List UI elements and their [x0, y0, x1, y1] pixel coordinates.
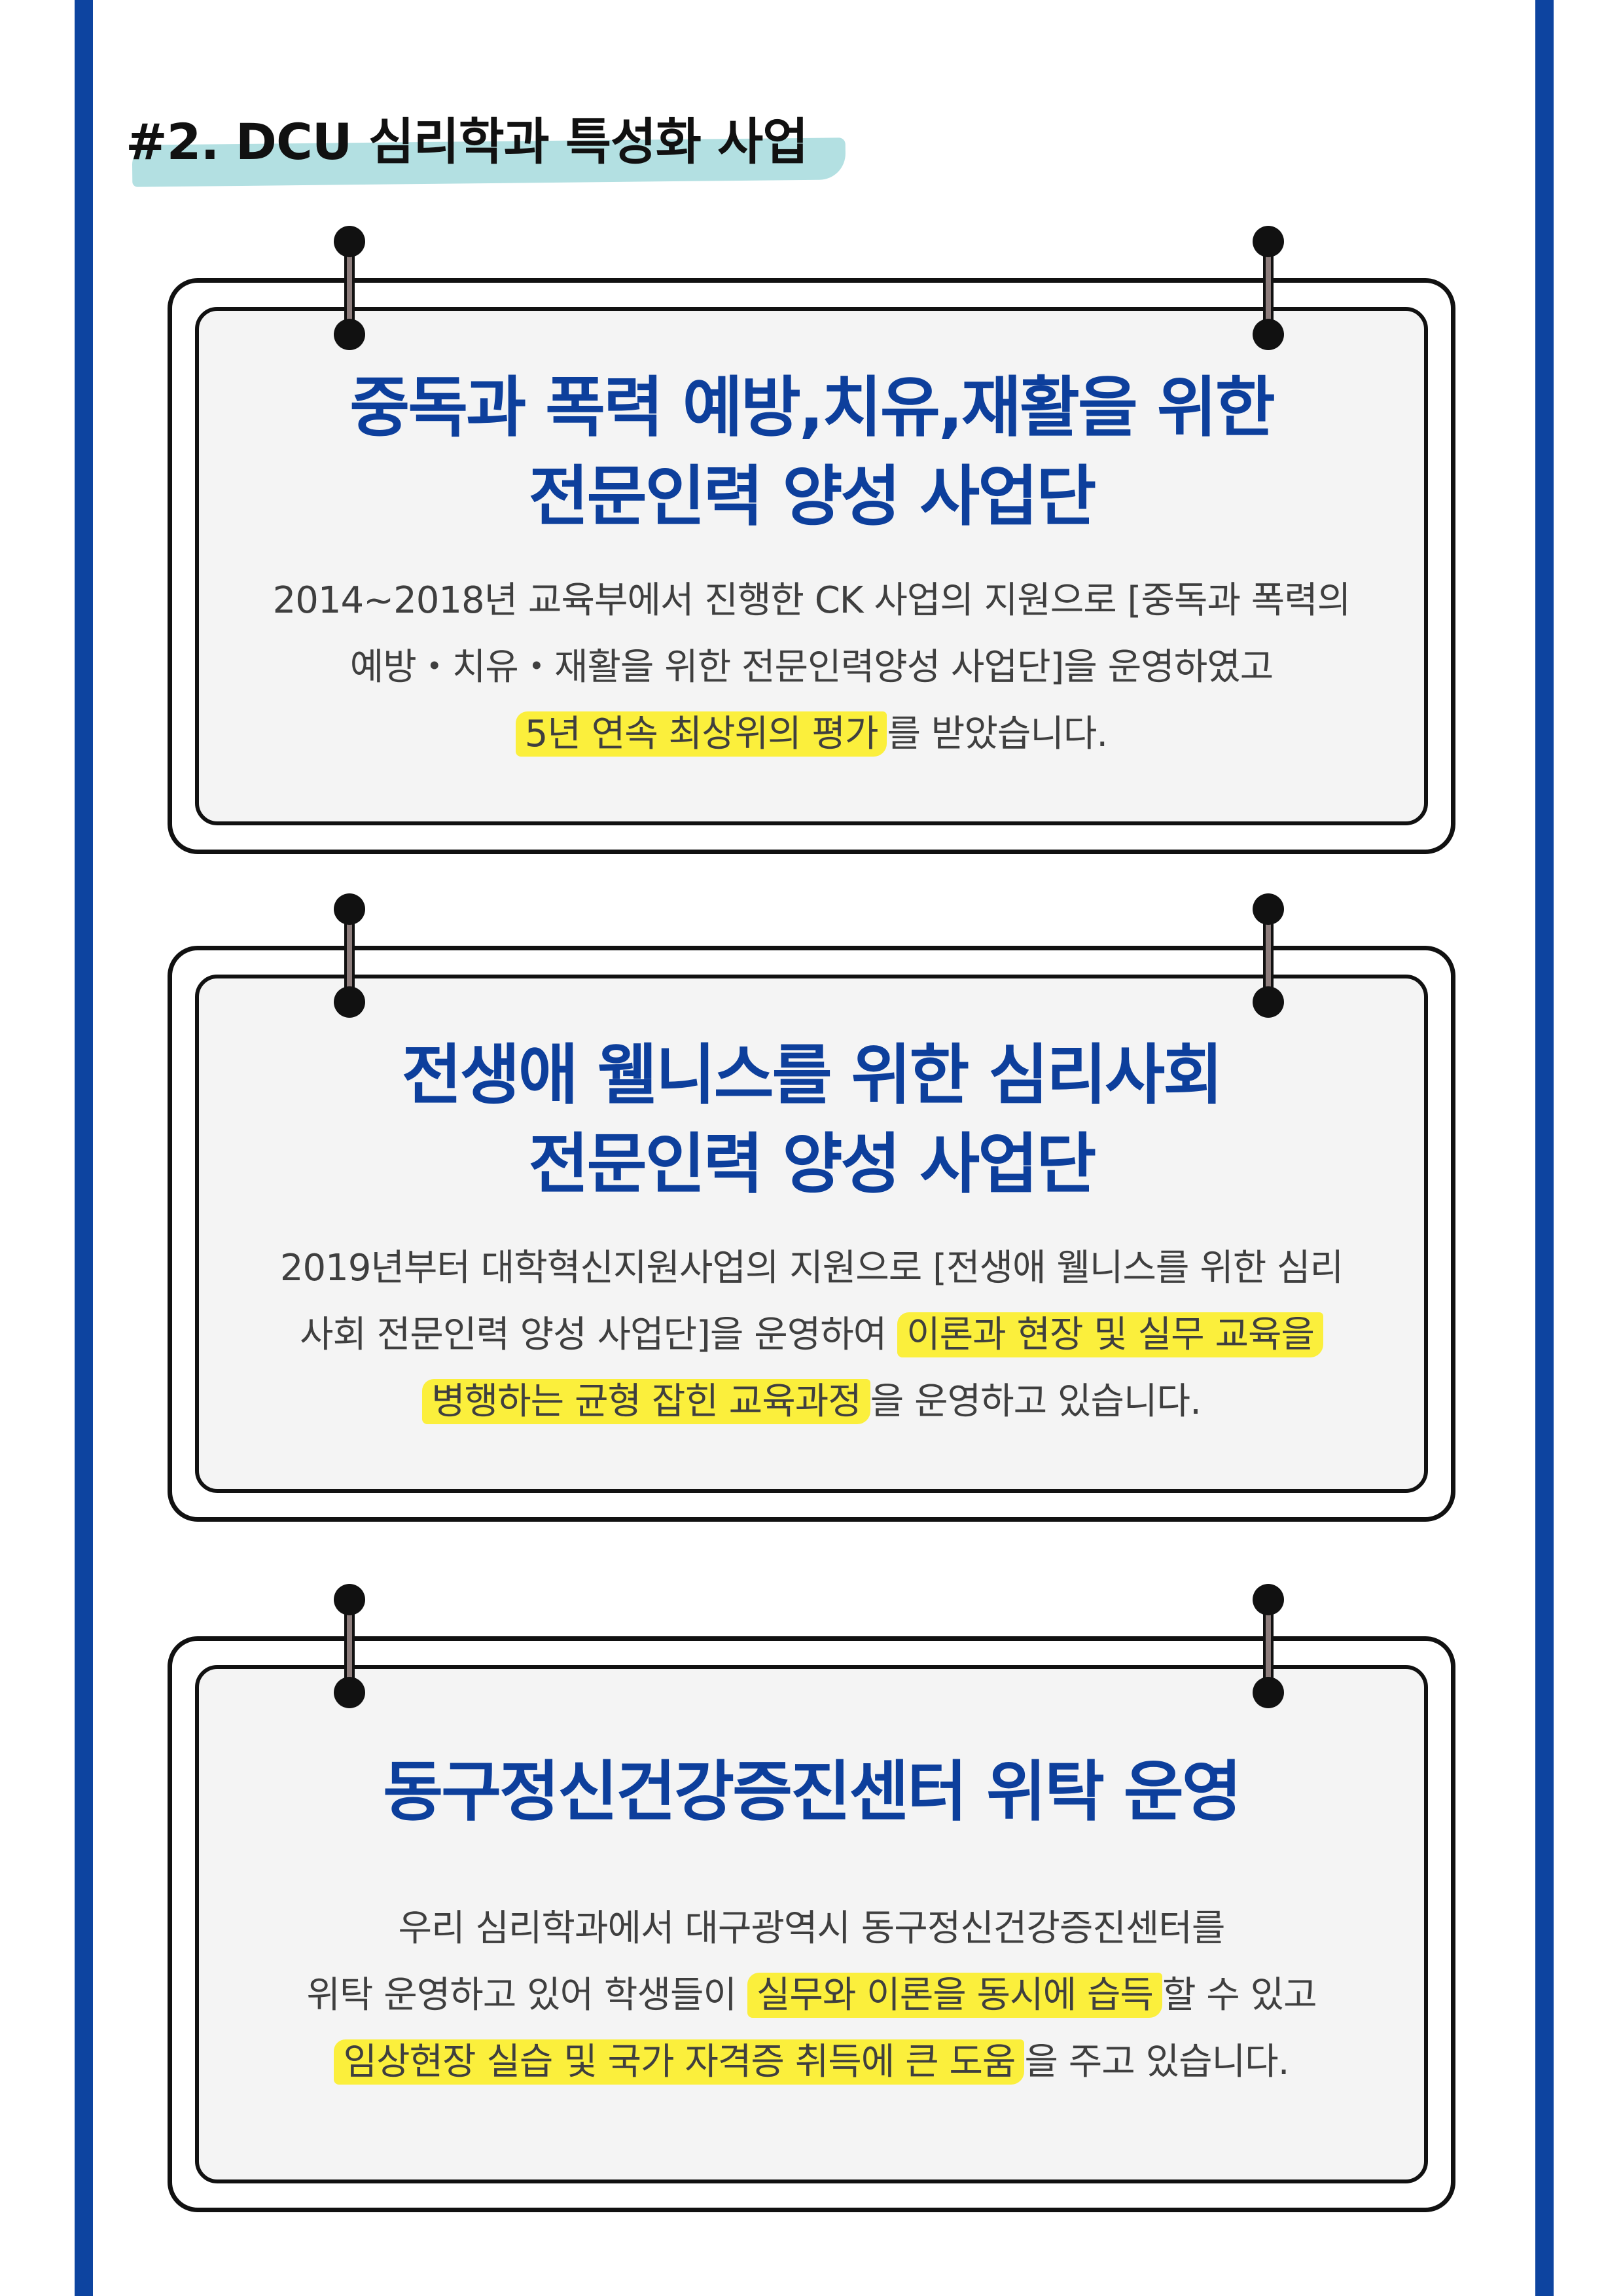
card-body-line: 2014~2018년 교육부에서 진행한 CK 사업의 지원으로 [중독과 폭력…: [272, 579, 1351, 622]
card-title-line: 동구정신건강증진센터 위탁 운영: [383, 1753, 1242, 1830]
card-title-line: 전문인력 양성 사업단: [528, 458, 1097, 535]
card-addiction-violence: 중독과 폭력 예방,치유,재활을 위한 전문인력 양성 사업단 2014~201…: [168, 226, 1455, 854]
hook-pin: [1253, 986, 1284, 1018]
hanging-hook: [329, 1584, 370, 1708]
body-text: 위탁 운영하고 있어 학생들이: [306, 1974, 747, 2017]
highlighted-text: 5년 연속 최상위의 평가: [515, 711, 887, 757]
hook-pin: [1253, 1677, 1284, 1708]
hanging-hook: [1247, 226, 1289, 350]
body-text: 사회 전문인력 양성 사업단]을 운영하여: [299, 1314, 898, 1356]
hook-pin: [1253, 319, 1284, 350]
highlighted-text: 임상현장 실습 및 국가 자격증 취득에 큰 도움: [334, 2039, 1025, 2085]
card-body-line: 사회 전문인력 양성 사업단]을 운영하여 이론과 현장 및 실무 교육을: [199, 1302, 1424, 1369]
card-title-line: 전문인력 양성 사업단: [528, 1126, 1097, 1202]
hanging-hook: [329, 893, 370, 1018]
body-text: 을 주고 있습니다.: [1024, 2041, 1289, 2083]
hanging-hook: [1247, 1584, 1289, 1708]
card-inner-panel: 전생애 웰니스를 위한 심리사회 전문인력 양성 사업단 2019년부터 대학혁…: [195, 975, 1428, 1493]
right-frame-border: [1535, 0, 1554, 2296]
hanging-hook: [329, 226, 370, 350]
left-frame-border: [75, 0, 93, 2296]
body-text: 할 수 있고: [1162, 1974, 1317, 2017]
card-lifelong-wellness: 전생애 웰니스를 위한 심리사회 전문인력 양성 사업단 2019년부터 대학혁…: [168, 893, 1455, 1522]
card-body-line: 2019년부터 대학혁신지원사업의 지원으로 [전생애 웰니스를 위한 심리: [279, 1247, 1344, 1289]
section-heading: #2. DCU 심리학과 특성화 사업: [126, 106, 846, 191]
hook-pin: [334, 986, 365, 1018]
card-title-line: 중독과 폭력 예방,치유,재활을 위한: [349, 369, 1275, 446]
card-inner-panel: 중독과 폭력 예방,치유,재활을 위한 전문인력 양성 사업단 2014~201…: [195, 307, 1428, 825]
card-mental-health-center: 동구정신건강증진센터 위탁 운영 우리 심리학과에서 대구광역시 동구정신건강증…: [168, 1584, 1455, 2212]
card-body-line: 우리 심리학과에서 대구광역시 동구정신건강증진센터를: [398, 1907, 1226, 1950]
hook-pin: [334, 1584, 365, 1615]
hook-pin: [334, 226, 365, 257]
section-heading-text: #2. DCU 심리학과 특성화 사업: [126, 113, 808, 171]
hook-pin: [1253, 893, 1284, 925]
hook-pin: [334, 893, 365, 925]
hook-pin: [334, 1677, 365, 1708]
hanging-hook: [1247, 893, 1289, 1018]
highlighted-text: 실무와 이론을 동시에 습득: [747, 1973, 1162, 2018]
body-text: 을 운영하고 있습니다.: [870, 1380, 1202, 1423]
highlighted-text: 이론과 현장 및 실무 교육을: [897, 1312, 1324, 1357]
card-inner-panel: 동구정신건강증진센터 위탁 운영 우리 심리학과에서 대구광역시 동구정신건강증…: [195, 1665, 1428, 2183]
hook-pin: [1253, 226, 1284, 257]
card-body-line: 예방・치유・재활을 위한 전문인력양성 사업단]을 운영하였고: [349, 646, 1274, 689]
body-text: 를 받았습니다.: [887, 713, 1108, 755]
hook-pin: [334, 319, 365, 350]
card-title-line: 전생애 웰니스를 위한 심리사회: [401, 1037, 1223, 1113]
hook-pin: [1253, 1584, 1284, 1615]
highlighted-text: 병행하는 균형 잡힌 교육과정: [422, 1379, 870, 1424]
